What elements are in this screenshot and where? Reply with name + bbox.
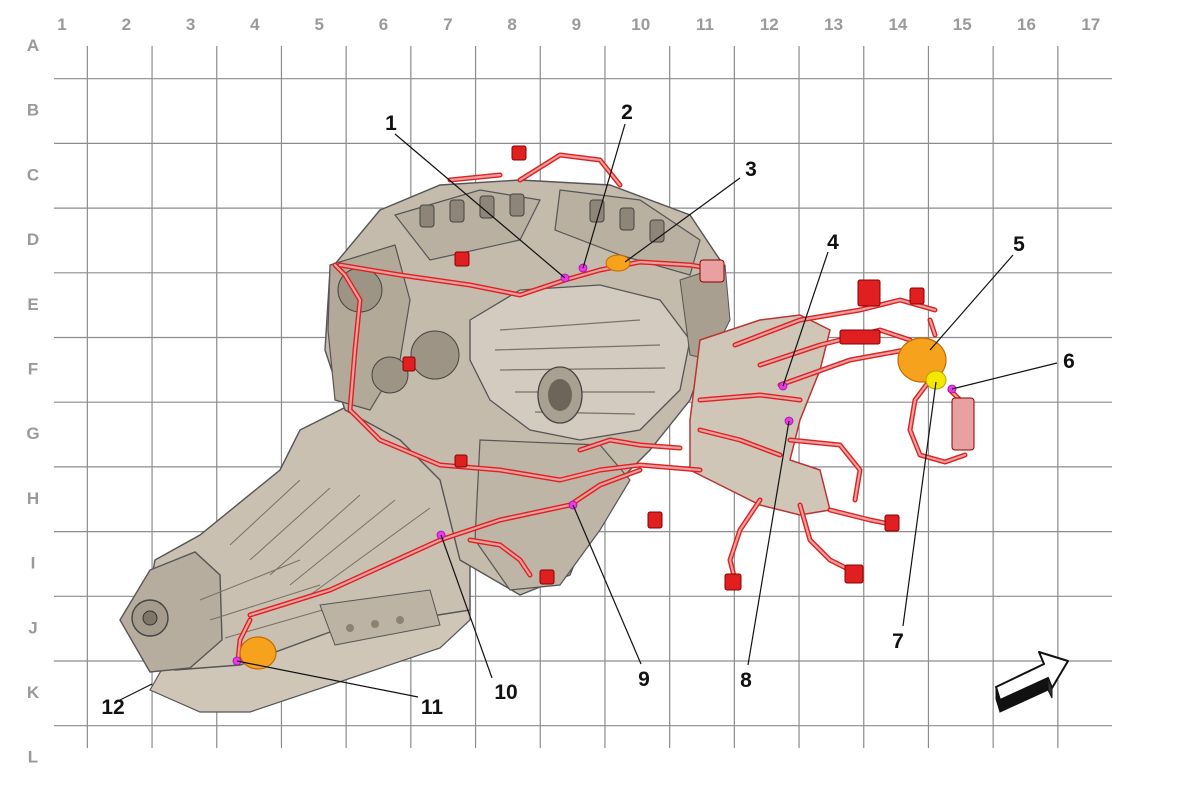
grid-column-label: 16 xyxy=(1017,15,1036,34)
intake-manifold xyxy=(469,284,691,441)
callout-labels: 1 2 3 4 5 6 7 8 9 10 11 12 xyxy=(101,101,1075,719)
transmission-assembly xyxy=(119,399,481,713)
intake-runners xyxy=(494,319,666,415)
callout-9: 9 xyxy=(638,668,650,691)
highlighted-connectors xyxy=(239,254,947,670)
grid-column-label: 17 xyxy=(1081,15,1100,34)
grid-column-label: 6 xyxy=(379,15,388,34)
housing-ribs xyxy=(199,479,431,639)
output-shaft xyxy=(142,610,158,626)
ignition-coils xyxy=(419,193,665,243)
transmission-tail-housing xyxy=(119,551,223,673)
harness-connectors xyxy=(724,279,975,591)
grid-column-label: 2 xyxy=(122,15,131,34)
callout-3: 3 xyxy=(745,158,757,181)
grid-column-label: 10 xyxy=(631,15,650,34)
callout-11: 11 xyxy=(421,696,444,719)
grid-column-label: 9 xyxy=(572,15,581,34)
callout-10: 10 xyxy=(494,681,517,704)
grid-column-label: 4 xyxy=(250,15,260,34)
grid-row-label: B xyxy=(27,101,39,120)
grid-row-label: A xyxy=(27,36,39,55)
harness-trunk-fill xyxy=(689,314,831,516)
pan-bolt xyxy=(371,620,379,628)
callout-7: 7 xyxy=(892,630,904,653)
connector-highlight-3 xyxy=(605,254,631,272)
rear-engine-section xyxy=(474,439,631,591)
pulley xyxy=(371,356,409,394)
grid-column-label: 5 xyxy=(314,15,323,34)
grid-column-label: 7 xyxy=(443,15,452,34)
callout-12: 12 xyxy=(101,696,124,719)
grid-column-label: 15 xyxy=(953,15,972,34)
grid-row-label: F xyxy=(28,360,38,379)
callout-8: 8 xyxy=(740,669,752,692)
grid-column-label: 1 xyxy=(57,15,66,34)
connector-highlight-7 xyxy=(925,370,947,390)
pulley xyxy=(410,330,460,380)
grid-row-label: G xyxy=(26,424,39,443)
body-harness-branch xyxy=(689,279,975,591)
callout-4: 4 xyxy=(827,231,839,254)
pan-bolt xyxy=(396,616,404,624)
grid-column-label: 8 xyxy=(507,15,516,34)
grid-column-label: 12 xyxy=(760,15,779,34)
throttle-bore xyxy=(548,379,572,411)
engine-harness-connectors xyxy=(402,145,725,585)
grid-row-label: H xyxy=(27,489,39,508)
pan-bolt xyxy=(346,624,354,632)
grid-row-label: K xyxy=(27,683,40,702)
grid-column-label: 11 xyxy=(696,15,714,34)
grid-lines xyxy=(54,46,1112,748)
callout-6: 6 xyxy=(1063,350,1075,373)
callout-leader-lines xyxy=(119,123,1058,701)
front-direction-arrow-icon xyxy=(995,651,1069,713)
grid-row-label: C xyxy=(27,165,39,184)
grid-row-label: J xyxy=(28,618,37,637)
grid-row-label: I xyxy=(31,554,36,573)
grid-column-label: 13 xyxy=(824,15,843,34)
grid-column-label: 14 xyxy=(888,15,907,34)
callout-2: 2 xyxy=(621,101,633,124)
callout-5: 5 xyxy=(1013,233,1025,256)
row-labels: A B C D E F G H I J K L xyxy=(26,36,39,767)
grid-row-label: D xyxy=(27,230,39,249)
grid-row-label: E xyxy=(27,295,38,314)
grid-row-label: L xyxy=(28,748,38,767)
callout-1: 1 xyxy=(385,112,397,135)
connector-highlight-11 xyxy=(239,636,277,670)
grid-column-label: 3 xyxy=(186,15,195,34)
